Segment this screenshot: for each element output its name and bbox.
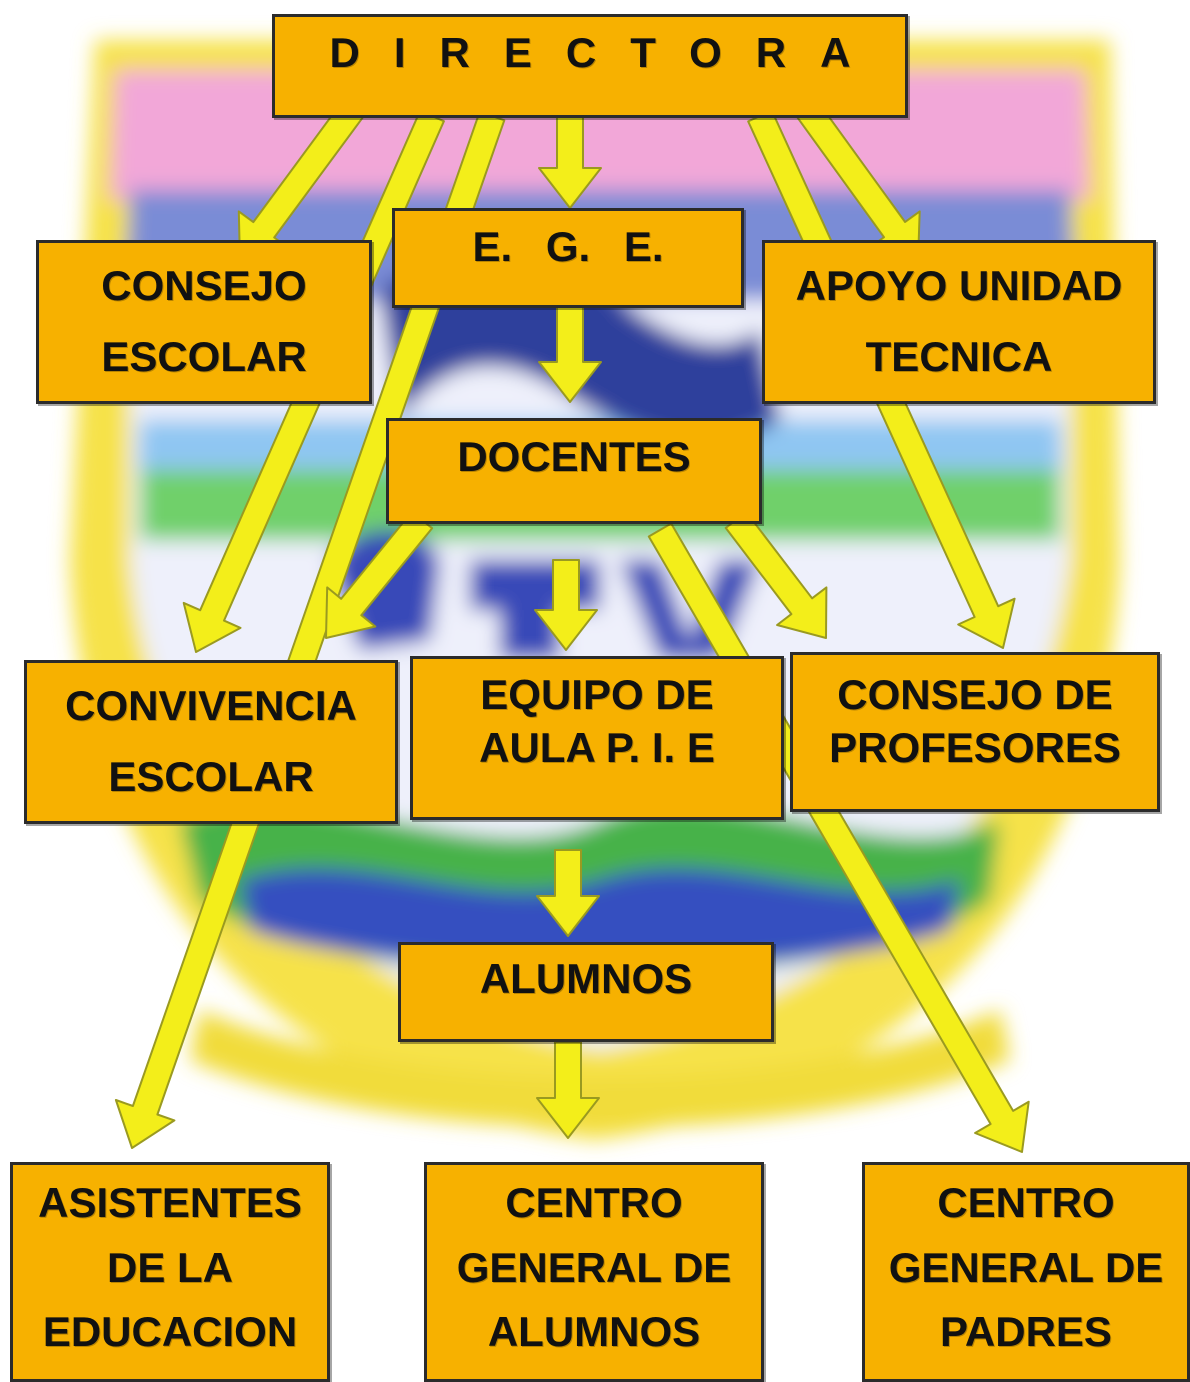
asistentes-line-2: DE LA xyxy=(107,1243,233,1291)
arrow-directora-to-apoyo xyxy=(796,101,921,263)
apoyo-line-1: APOYO UNIDAD xyxy=(795,262,1123,310)
convivencia-line-2: ESCOLAR xyxy=(108,753,314,801)
centro-alumnos-line-1: CENTRO xyxy=(505,1179,683,1227)
convivencia-line-1: CONVIVENCIA xyxy=(65,682,357,730)
arrow-docentes-to-equipo xyxy=(534,559,598,651)
box-consejo-escolar: CONSEJO ESCOLAR xyxy=(36,240,372,404)
arrow-docentes-to-consejo-profesores xyxy=(724,511,828,639)
docentes-label: DOCENTES xyxy=(457,433,691,480)
asistentes-line-1: ASISTENTES xyxy=(38,1179,302,1227)
directora-label: DIRECTORA xyxy=(329,29,885,76)
box-docentes: DOCENTES xyxy=(386,418,762,524)
arrow-ege-to-docentes xyxy=(538,305,602,403)
asistentes-line-3: EDUCACION xyxy=(42,1308,298,1356)
box-directora: DIRECTORA xyxy=(272,14,908,118)
centro-padres-line-2: GENERAL DE xyxy=(888,1243,1164,1291)
box-asistentes-educacion: ASISTENTES DE LA EDUCACION xyxy=(10,1162,330,1382)
arrow-equipo-to-alumnos xyxy=(536,849,600,937)
arrow-alumnos-to-centro-alumnos xyxy=(536,1041,600,1139)
centro-alumnos-line-2: GENERAL DE xyxy=(456,1243,732,1291)
centro-padres-line-1: CENTRO xyxy=(937,1179,1115,1227)
arrow-directora-to-ege xyxy=(538,115,602,209)
centro-alumnos-line-3: ALUMNOS xyxy=(487,1308,701,1356)
equipo-line-2: AULA P. I. E xyxy=(479,723,715,771)
equipo-line-1: EQUIPO DE xyxy=(480,671,714,718)
apoyo-line-2: TECNICA xyxy=(865,333,1053,381)
box-centro-general-padres: CENTRO GENERAL DE PADRES xyxy=(862,1162,1190,1382)
box-ege: E. G. E. xyxy=(392,208,744,308)
box-apoyo-unidad-tecnica: APOYO UNIDAD TECNICA xyxy=(762,240,1156,404)
box-alumnos: ALUMNOS xyxy=(398,942,774,1042)
emblem-lower-ribbon xyxy=(190,1010,1010,1128)
box-convivencia-escolar: CONVIVENCIA ESCOLAR xyxy=(24,660,398,824)
arrow-directora-to-consejo-escolar xyxy=(237,93,370,263)
arrow-docentes-to-convivencia xyxy=(325,510,434,639)
centro-padres-line-3: PADRES xyxy=(940,1308,1112,1356)
box-centro-general-alumnos: CENTRO GENERAL DE ALUMNOS xyxy=(424,1162,764,1382)
consejo-escolar-line-1: CONSEJO xyxy=(101,262,307,310)
alumnos-label: ALUMNOS xyxy=(479,955,693,1002)
emblem-blue-letters xyxy=(330,530,760,660)
ege-label: E. G. E. xyxy=(472,223,664,270)
profesores-line-2: PROFESORES xyxy=(829,723,1121,771)
consejo-escolar-line-2: ESCOLAR xyxy=(101,333,307,381)
profesores-line-1: CONSEJO DE xyxy=(837,671,1113,718)
box-consejo-profesores: CONSEJO DE PROFESORES xyxy=(790,652,1160,812)
box-equipo-aula-pie: EQUIPO DE AULA P. I. E xyxy=(410,656,784,820)
